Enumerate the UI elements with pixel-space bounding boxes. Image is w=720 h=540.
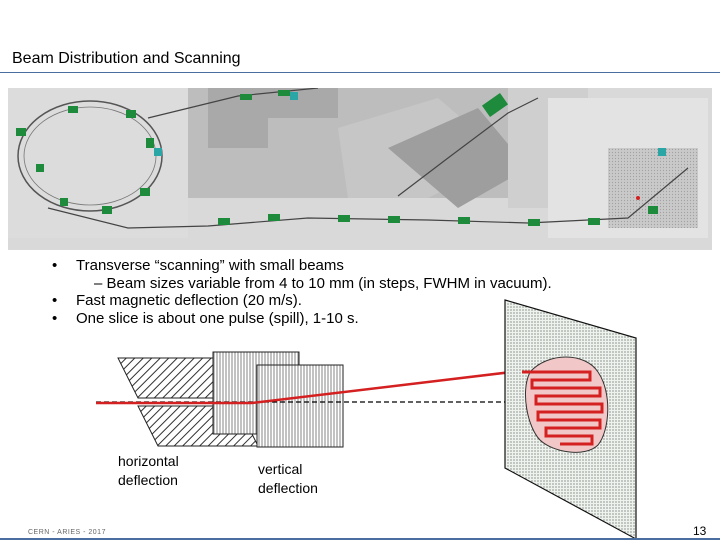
sub-bullet-text: Beam sizes variable from 4 to 10 mm (in … [106,274,552,292]
sub-bullet-item: – Beam sizes variable from 4 to 10 mm (i… [52,275,552,293]
bullet-text: One slice is about one pulse (spill), 1-… [76,309,359,327]
slide-title: Beam Distribution and Scanning [12,50,241,67]
bullet-text: Transverse “scanning” with small beams [76,257,344,274]
bullet-item: • Transverse “scanning” with small beams [52,257,552,275]
bullet-list: • Transverse “scanning” with small beams… [52,257,552,327]
title-divider [0,72,720,73]
bullet-text: Fast magnetic deflection (20 m/s). [76,292,302,309]
bullet-marker: • [52,309,58,327]
sub-bullet-marker: – [94,274,103,292]
bullet-marker: • [52,257,58,274]
accelerator-layout-image [8,88,712,250]
vertical-deflection-label: vertical deflection [258,461,318,496]
horizontal-magnet [117,357,259,447]
bullet-item: • One slice is about one pulse (spill), … [52,310,552,328]
scan-area [524,356,609,453]
footer-text: CERN - ARIES - 2017 [28,529,106,536]
footer-divider [0,538,720,540]
beam-path [96,369,521,405]
bullet-item: • Fast magnetic deflection (20 m/s). [52,292,552,310]
horizontal-deflection-label: horizontal deflection [118,453,179,488]
scan-pattern [522,370,604,446]
vertical-magnet [212,351,344,448]
target-screen [504,299,637,540]
page-number: 13 [693,524,707,538]
bullet-marker: • [52,292,58,309]
